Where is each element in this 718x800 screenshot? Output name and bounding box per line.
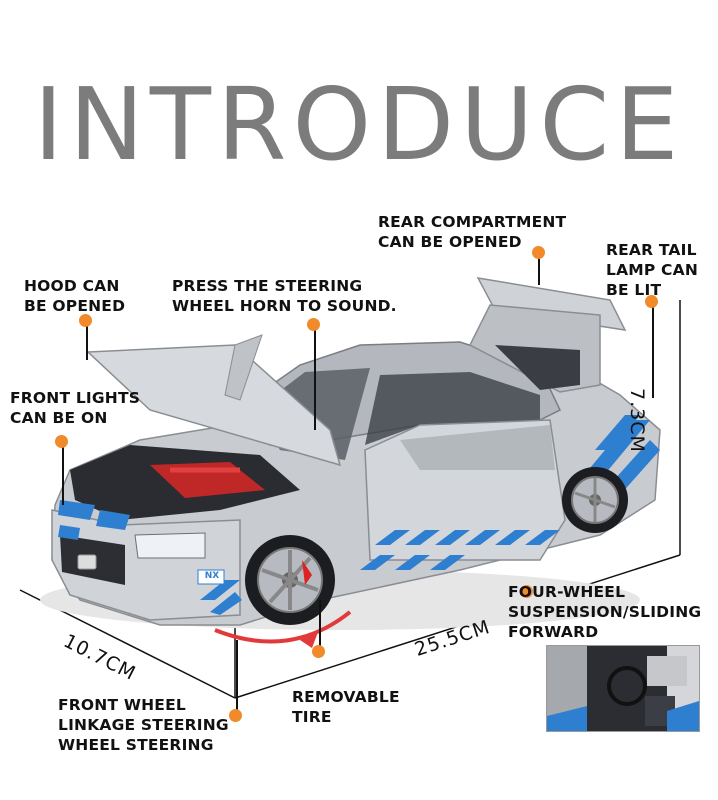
nx-badge: NX: [204, 571, 220, 581]
front-lights-leader: [62, 447, 64, 505]
label-hood: HOOD CAN BE OPENED: [24, 276, 125, 316]
label-line: WHEEL HORN TO SOUND.: [172, 297, 397, 315]
label-line: LAMP CAN: [606, 261, 698, 279]
tail-lamp-dot: [645, 295, 658, 308]
removable-tire-dot: [312, 645, 325, 658]
label-line: REMOVABLE: [292, 688, 400, 706]
label-front-lights: FRONT LIGHTS CAN BE ON: [10, 388, 140, 428]
label-rear-compartment: REAR COMPARTMENT CAN BE OPENED: [378, 212, 566, 252]
removable-tire-leader: [319, 600, 321, 650]
label-line: TIRE: [292, 708, 332, 726]
hood-leader: [86, 325, 88, 360]
interior-inset-image: [546, 645, 700, 732]
front-wheel-dot: [229, 709, 242, 722]
label-rear-tail-lamp: REAR TAIL LAMP CAN BE LIT: [606, 240, 698, 300]
label-line: PRESS THE STEERING: [172, 277, 363, 295]
tail-lamp-leader: [652, 303, 654, 398]
car-body: [40, 277, 661, 648]
page-title: INTRODUCE: [33, 66, 685, 183]
four-wheel-dot: [520, 585, 533, 598]
label-line: BE OPENED: [24, 297, 126, 315]
label-line: REAR COMPARTMENT: [378, 213, 567, 231]
label-line: FOUR-WHEEL: [508, 583, 626, 601]
steering-leader: [314, 330, 316, 430]
interior-inset-drawing: [547, 646, 699, 731]
label-steering-horn: PRESS THE STEERING WHEEL HORN TO SOUND.: [172, 276, 397, 316]
hood-dot: [79, 314, 92, 327]
rear-compartment-dot: [532, 246, 545, 259]
label-line: SUSPENSION/SLIDING: [508, 603, 702, 621]
label-removable-tire: REMOVABLE TIRE: [292, 687, 400, 727]
label-four-wheel: FOUR-WHEEL SUSPENSION/SLIDING FORWARD: [508, 582, 701, 642]
front-lights-dot: [55, 435, 68, 448]
label-line: FRONT LIGHTS: [10, 389, 141, 407]
dimension-height: 7.3CM: [626, 388, 648, 453]
front-wheel-leader: [236, 640, 238, 710]
label-line: FORWARD: [508, 623, 599, 641]
label-line: CAN BE OPENED: [378, 233, 522, 251]
label-line: WHEEL STEERING: [58, 736, 214, 754]
label-line: LINKAGE STEERING: [58, 716, 229, 734]
steering-dot: [307, 318, 320, 331]
label-front-wheel: FRONT WHEEL LINKAGE STEERING WHEEL STEER…: [58, 695, 229, 755]
rear-compartment-leader: [538, 255, 540, 285]
label-line: FRONT WHEEL: [58, 696, 186, 714]
label-line: BE LIT: [606, 281, 662, 299]
label-line: REAR TAIL: [606, 241, 697, 259]
label-line: CAN BE ON: [10, 409, 108, 427]
label-line: HOOD CAN: [24, 277, 120, 295]
